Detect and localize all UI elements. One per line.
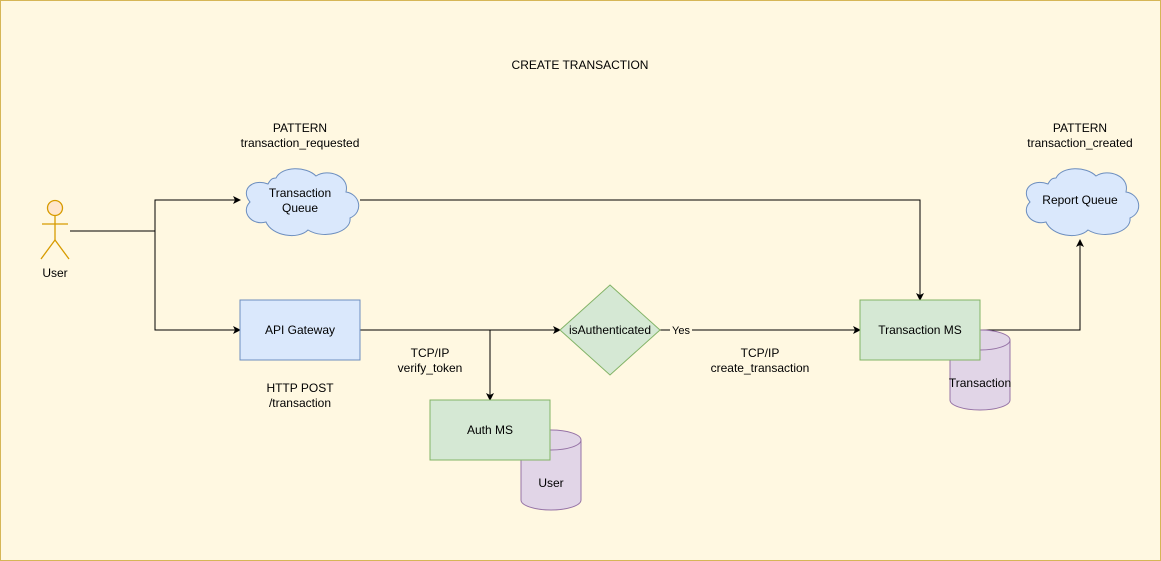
edge-user-to-gateway: [154, 231, 241, 334]
pattern-requested-line-1: PATTERN: [273, 121, 327, 135]
report-queue-cloud: Report Queue: [1025, 168, 1140, 237]
api-gateway-label: API Gateway: [265, 323, 335, 337]
is-authenticated-decision: isAuthenticated: [559, 284, 661, 376]
edge-queue-to-transaction-ms: [360, 199, 924, 301]
transaction-queue-label-1: Transaction: [269, 186, 331, 200]
edge-transaction-ms-to-report-queue: [980, 239, 1084, 331]
transaction-ms-label: Transaction MS: [878, 323, 962, 337]
api-gateway-box: API Gateway: [239, 299, 361, 361]
user-actor-label: User: [42, 266, 67, 280]
user-db-label: User: [538, 476, 563, 490]
tcp-create-line-2: create_transaction: [711, 361, 810, 375]
http-post-line-2: /transaction: [269, 396, 331, 410]
tcp-verify-line-2: verify_token: [398, 361, 463, 375]
pattern-created-line-1: PATTERN: [1053, 121, 1107, 135]
pattern-requested-line-2: transaction_requested: [241, 136, 360, 150]
transaction-db-label: Transaction: [949, 376, 1011, 390]
auth-ms-box: Auth MS: [429, 399, 551, 461]
transaction-queue-cloud: Transaction Queue: [245, 168, 360, 237]
is-authenticated-label: isAuthenticated: [569, 323, 651, 337]
yes-label: Yes: [672, 325, 690, 337]
transaction-queue-label-2: Queue: [282, 201, 318, 215]
yes-label-bg: [670, 324, 692, 337]
connectors: [70, 196, 1084, 401]
transaction-ms-box: Transaction MS: [859, 299, 981, 361]
pattern-created-line-2: transaction_created: [1027, 136, 1132, 150]
auth-ms-label: Auth MS: [467, 423, 513, 437]
tcp-verify-line-1: TCP/IP: [411, 346, 450, 360]
diagram-title: CREATE TRANSACTION: [512, 58, 649, 72]
report-queue-label: Report Queue: [1042, 193, 1118, 207]
tcp-create-line-1: TCP/IP: [741, 346, 780, 360]
http-post-line-1: HTTP POST: [266, 381, 334, 395]
edge-user-to-queue: [70, 196, 241, 232]
user-actor-icon: [40, 199, 70, 260]
